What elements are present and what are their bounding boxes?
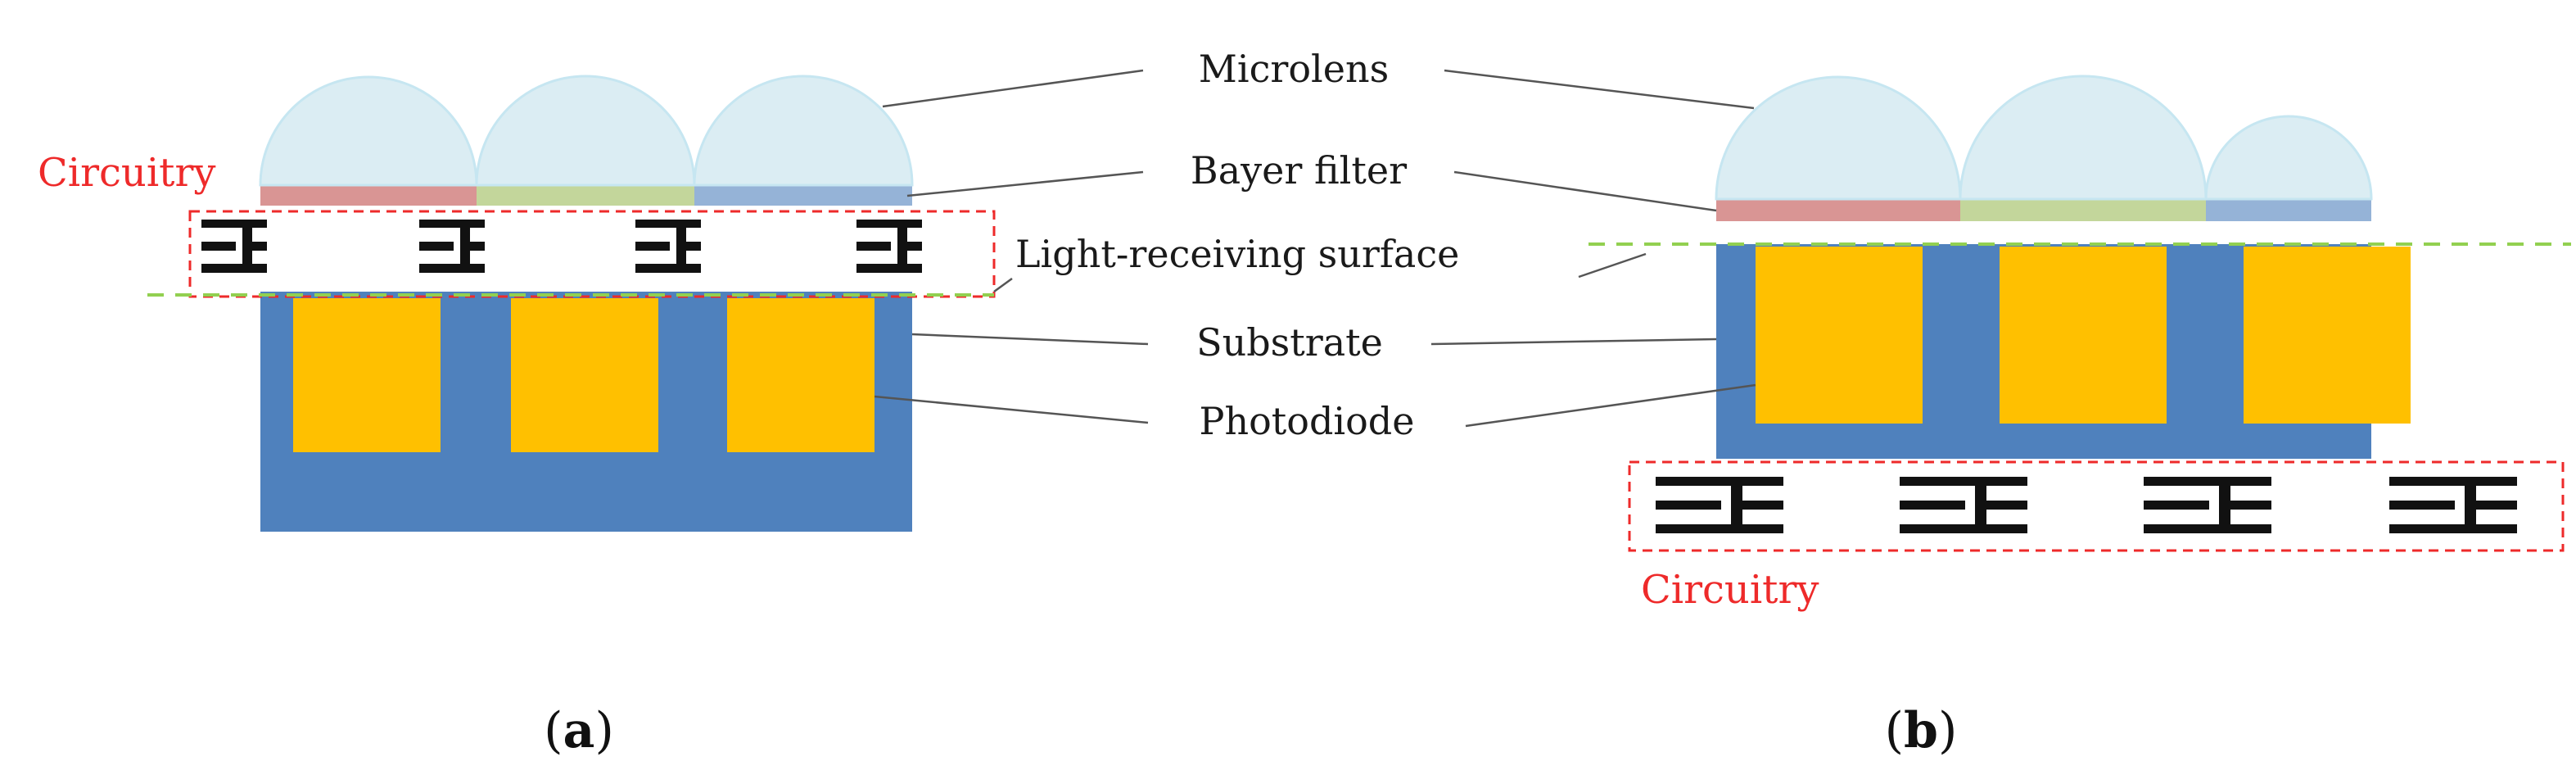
panel-a-photodiode-2 (511, 298, 658, 452)
panel-b-circuitry-symbol-3 (2144, 477, 2271, 533)
panel-b-microlens-3 (2204, 115, 2373, 201)
leader-photodiode-b (1465, 383, 1756, 428)
panel-b-photodiode-2 (2000, 247, 2167, 424)
panel-b-circuitry-symbol-4 (2389, 477, 2517, 533)
label-light-receiving-surface: Light-receiving surface (1015, 232, 1459, 276)
label-substrate: Substrate (1196, 320, 1383, 365)
label-bayer-filter: Bayer filter (1191, 148, 1407, 193)
leader-bayer-a (906, 170, 1144, 197)
panel-a-filter-blue (694, 185, 912, 206)
panel-a-microlens-3 (693, 75, 914, 187)
leader-surface-b (1578, 252, 1647, 279)
panel-a-circuitry-symbol-1 (201, 220, 267, 273)
panel-a-circuitry-box (188, 210, 996, 298)
panel-b-microlens-1 (1715, 75, 1962, 201)
panel-b-circuitry-label: Circuitry (1641, 567, 1819, 613)
panel-b: Circuitry (1589, 75, 2571, 613)
leader-microlens-b (1444, 69, 1755, 110)
panel-b-photodiode-1 (1756, 247, 1923, 424)
labels: Microlens Bayer filter Light-receiving s… (1015, 47, 1459, 443)
panel-a-circuitry-symbol-3 (635, 220, 701, 273)
panel-a-circuitry-label: Circuitry (38, 150, 216, 196)
panel-a-photodiode-1 (293, 298, 441, 452)
panel-a-microlens-1 (259, 75, 478, 187)
label-microlens: Microlens (1199, 47, 1389, 91)
panel-a-microlens-2 (475, 75, 696, 187)
panel-a-photodiode-3 (727, 298, 874, 452)
panel-a-filter-red (260, 185, 477, 206)
panel-b-photodiode-3 (2244, 247, 2411, 424)
label-photodiode: Photodiode (1200, 399, 1415, 443)
panel-a-circuitry-symbol-4 (856, 220, 922, 273)
panel-b-circuitry-symbol-2 (1900, 477, 2027, 533)
leader-lines (874, 69, 1756, 428)
panel-b-filter-red (1716, 199, 1960, 221)
leader-substrate-a (911, 333, 1149, 346)
panel-a: Circuitry (38, 75, 996, 532)
leader-substrate-b (1430, 338, 1717, 346)
panel-b-microlens-2 (1959, 75, 2208, 201)
panel-a-filter-green (477, 185, 694, 206)
panel-a-circuitry-symbol-2 (419, 220, 485, 273)
panel-b-circuitry-box (1628, 460, 2565, 552)
caption-b: (b) (1885, 702, 1958, 759)
panel-b-filter-green (1960, 199, 2206, 221)
leader-microlens-a (882, 69, 1144, 108)
panel-b-circuitry-symbol-1 (1656, 477, 1783, 533)
panel-b-filter-blue-ext (2206, 199, 2371, 221)
leader-photodiode-a (874, 395, 1149, 424)
leader-surface-a (993, 277, 1013, 293)
caption-a: (a) (544, 702, 614, 759)
leader-bayer-b (1453, 170, 1717, 212)
